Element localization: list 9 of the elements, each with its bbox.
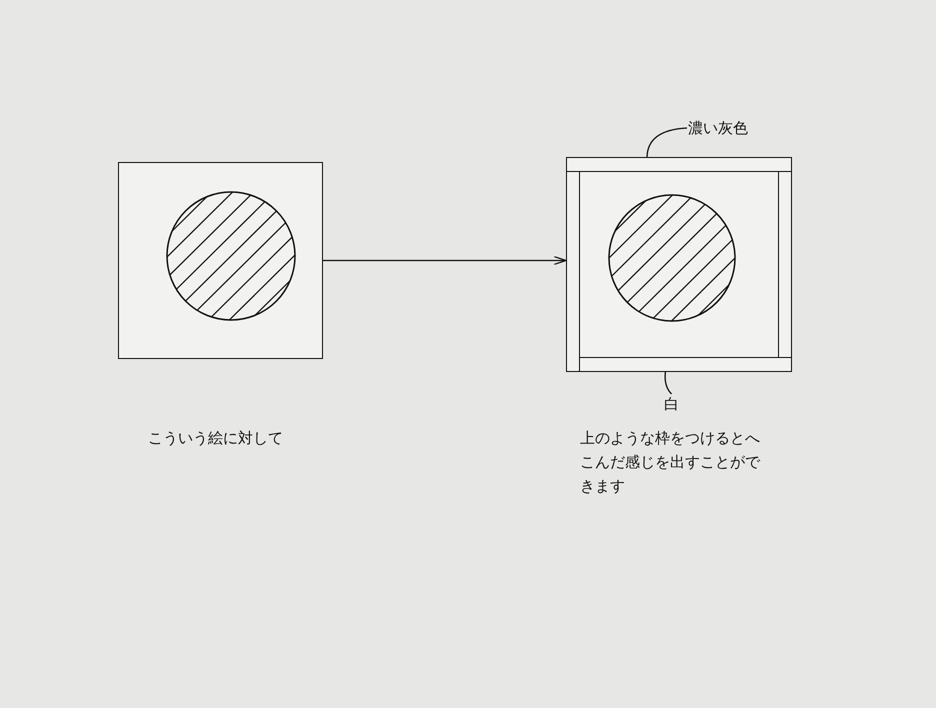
callout-label: 白 [664, 392, 679, 416]
callout-label: 濃い灰色 [688, 116, 748, 140]
caption: こういう絵に対して [148, 428, 284, 449]
leader-line [646, 127, 688, 158]
framed-image-box [566, 157, 792, 372]
leader-line [664, 370, 672, 394]
image-box [118, 162, 323, 359]
caption: 上のような枠をつけるとへこんだ感じを出すことができます [580, 428, 762, 497]
arrow [323, 256, 567, 266]
